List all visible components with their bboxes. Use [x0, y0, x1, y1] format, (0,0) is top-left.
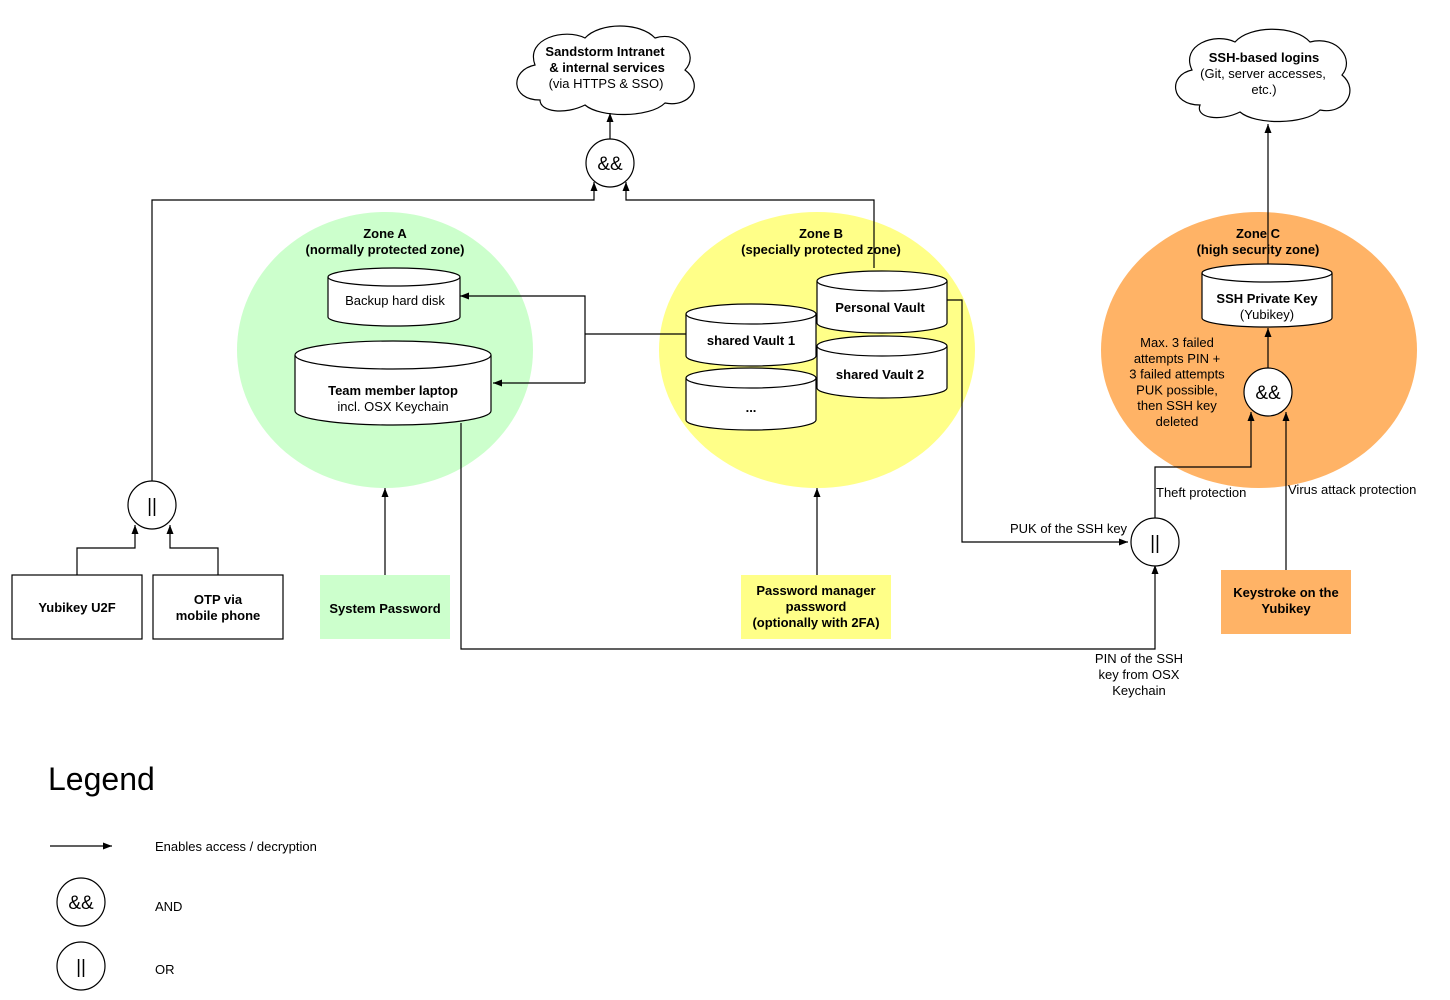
- pm-label-line1: Password manager: [756, 583, 875, 598]
- pm-label-line2: password: [786, 599, 847, 614]
- otp-box: OTP via mobile phone: [152, 574, 284, 640]
- or-operator-ssh-label: ||: [1150, 533, 1160, 554]
- ssh-cloud-line3: etc.): [1251, 82, 1276, 97]
- personal-vault-label: Personal Vault: [835, 300, 925, 315]
- legend-title: Legend: [48, 761, 155, 797]
- or-operator-login: ||: [127, 480, 177, 530]
- connector-vault-to-and: [622, 182, 875, 268]
- legend-or-symbol: ||: [76, 957, 86, 978]
- team-member-laptop: Team member laptop incl. OSX Keychain: [294, 340, 492, 426]
- max-failed-note-line5: then SSH key: [1137, 398, 1217, 413]
- keystroke-box: Keystroke on the Yubikey: [1221, 570, 1351, 634]
- more-vaults: ...: [685, 367, 817, 431]
- connector-vaults-to-backup: [460, 292, 586, 383]
- connector-laptop-to-or-pin: [460, 423, 1159, 650]
- legend-and-label: AND: [155, 899, 182, 914]
- zone-c-title: Zone C (high security zone): [1197, 226, 1320, 257]
- zone-b-subtitle: (specially protected zone): [741, 242, 901, 257]
- zone-a-title: Zone A (normally protected zone): [306, 226, 465, 257]
- max-failed-note-line2: attempts PIN +: [1134, 351, 1220, 366]
- zone-a-name: Zone A: [363, 226, 407, 241]
- and-operator-intranet: &&: [585, 138, 635, 188]
- and-operator-intranet-label: &&: [597, 154, 623, 175]
- and-operator-sshkey: &&: [1243, 367, 1293, 417]
- connector-or-to-and: [151, 182, 598, 483]
- max-failed-note-line6: deleted: [1156, 414, 1199, 429]
- intranet-cloud-line2: & internal services: [549, 60, 665, 75]
- more-vaults-label: ...: [746, 400, 757, 415]
- system-password-label: System Password: [329, 601, 440, 616]
- ssh-key-label-line1: SSH Private Key: [1216, 291, 1318, 306]
- zone-a-subtitle: (normally protected zone): [306, 242, 465, 257]
- intranet-cloud-line1: Sandstorm Intranet: [545, 44, 665, 59]
- password-manager-box: Password manager password (optionally wi…: [741, 575, 891, 639]
- laptop-label-line1: Team member laptop: [328, 383, 458, 398]
- shared-vault-1-label: shared Vault 1: [707, 333, 795, 348]
- ssh-cloud-line2: (Git, server accesses,: [1200, 66, 1326, 81]
- puk-label: PUK of the SSH key: [1010, 521, 1128, 536]
- pm-label-line3: (optionally with 2FA): [752, 615, 879, 630]
- intranet-cloud-line3: (via HTTPS & SSO): [549, 76, 664, 91]
- pin-label-line2: key from OSX: [1099, 667, 1180, 682]
- yubikey-u2f-label: Yubikey U2F: [38, 600, 115, 615]
- max-failed-note-line4: PUK possible,: [1136, 382, 1218, 397]
- legend-and-symbol: &&: [68, 893, 94, 914]
- zone-c-subtitle: (high security zone): [1197, 242, 1320, 257]
- intranet-cloud: Sandstorm Intranet & internal services (…: [516, 25, 695, 116]
- max-failed-note-line3: 3 failed attempts: [1129, 367, 1225, 382]
- ssh-cloud: SSH-based logins (Git, server accesses, …: [1175, 28, 1351, 123]
- connector-or-to-and-theft: [1154, 412, 1255, 520]
- backup-hard-disk-label: Backup hard disk: [345, 293, 445, 308]
- connector-otp-to-or: [166, 525, 219, 575]
- legend-arrow-label: Enables access / decryption: [155, 839, 317, 854]
- system-password-box: System Password: [320, 575, 450, 639]
- zone-b-title: Zone B (specially protected zone): [741, 226, 901, 257]
- theft-protection-label: Theft protection: [1156, 485, 1246, 500]
- legend-or-sample: ||: [56, 941, 106, 991]
- ssh-private-key: SSH Private Key (Yubikey): [1201, 263, 1333, 328]
- and-operator-sshkey-label: &&: [1255, 383, 1281, 404]
- or-operator-ssh: ||: [1130, 517, 1180, 567]
- pin-label-line3: Keychain: [1112, 683, 1165, 698]
- shared-vault-2-label: shared Vault 2: [836, 367, 924, 382]
- or-operator-login-label: ||: [147, 496, 157, 517]
- personal-vault: Personal Vault: [816, 270, 948, 334]
- shared-vault-1: shared Vault 1: [685, 303, 817, 367]
- connector-vault-to-or-puk: [947, 299, 1128, 546]
- legend-or-label: OR: [155, 962, 175, 977]
- otp-label-line1: OTP via: [194, 592, 243, 607]
- backup-hard-disk: Backup hard disk: [327, 267, 461, 327]
- keystroke-label-line1: Keystroke on the: [1233, 585, 1338, 600]
- otp-label-line2: mobile phone: [176, 608, 261, 623]
- pin-label-line1: PIN of the SSH: [1095, 651, 1183, 666]
- zone-c-area: [1101, 212, 1417, 488]
- max-failed-note-line1: Max. 3 failed: [1140, 335, 1214, 350]
- ssh-key-label-line2: (Yubikey): [1240, 307, 1294, 322]
- shared-vault-2: shared Vault 2: [816, 335, 948, 399]
- ssh-cloud-line1: SSH-based logins: [1209, 50, 1320, 65]
- zone-c-name: Zone C: [1236, 226, 1281, 241]
- legend-and-sample: &&: [56, 877, 106, 927]
- yubikey-u2f-box: Yubikey U2F: [11, 574, 143, 640]
- laptop-label-line2: incl. OSX Keychain: [337, 399, 448, 414]
- keystroke-label-line2: Yubikey: [1261, 601, 1311, 616]
- virus-protection-label: Virus attack protection: [1288, 482, 1416, 497]
- zone-b-name: Zone B: [799, 226, 843, 241]
- connector-u2f-to-or: [76, 525, 139, 575]
